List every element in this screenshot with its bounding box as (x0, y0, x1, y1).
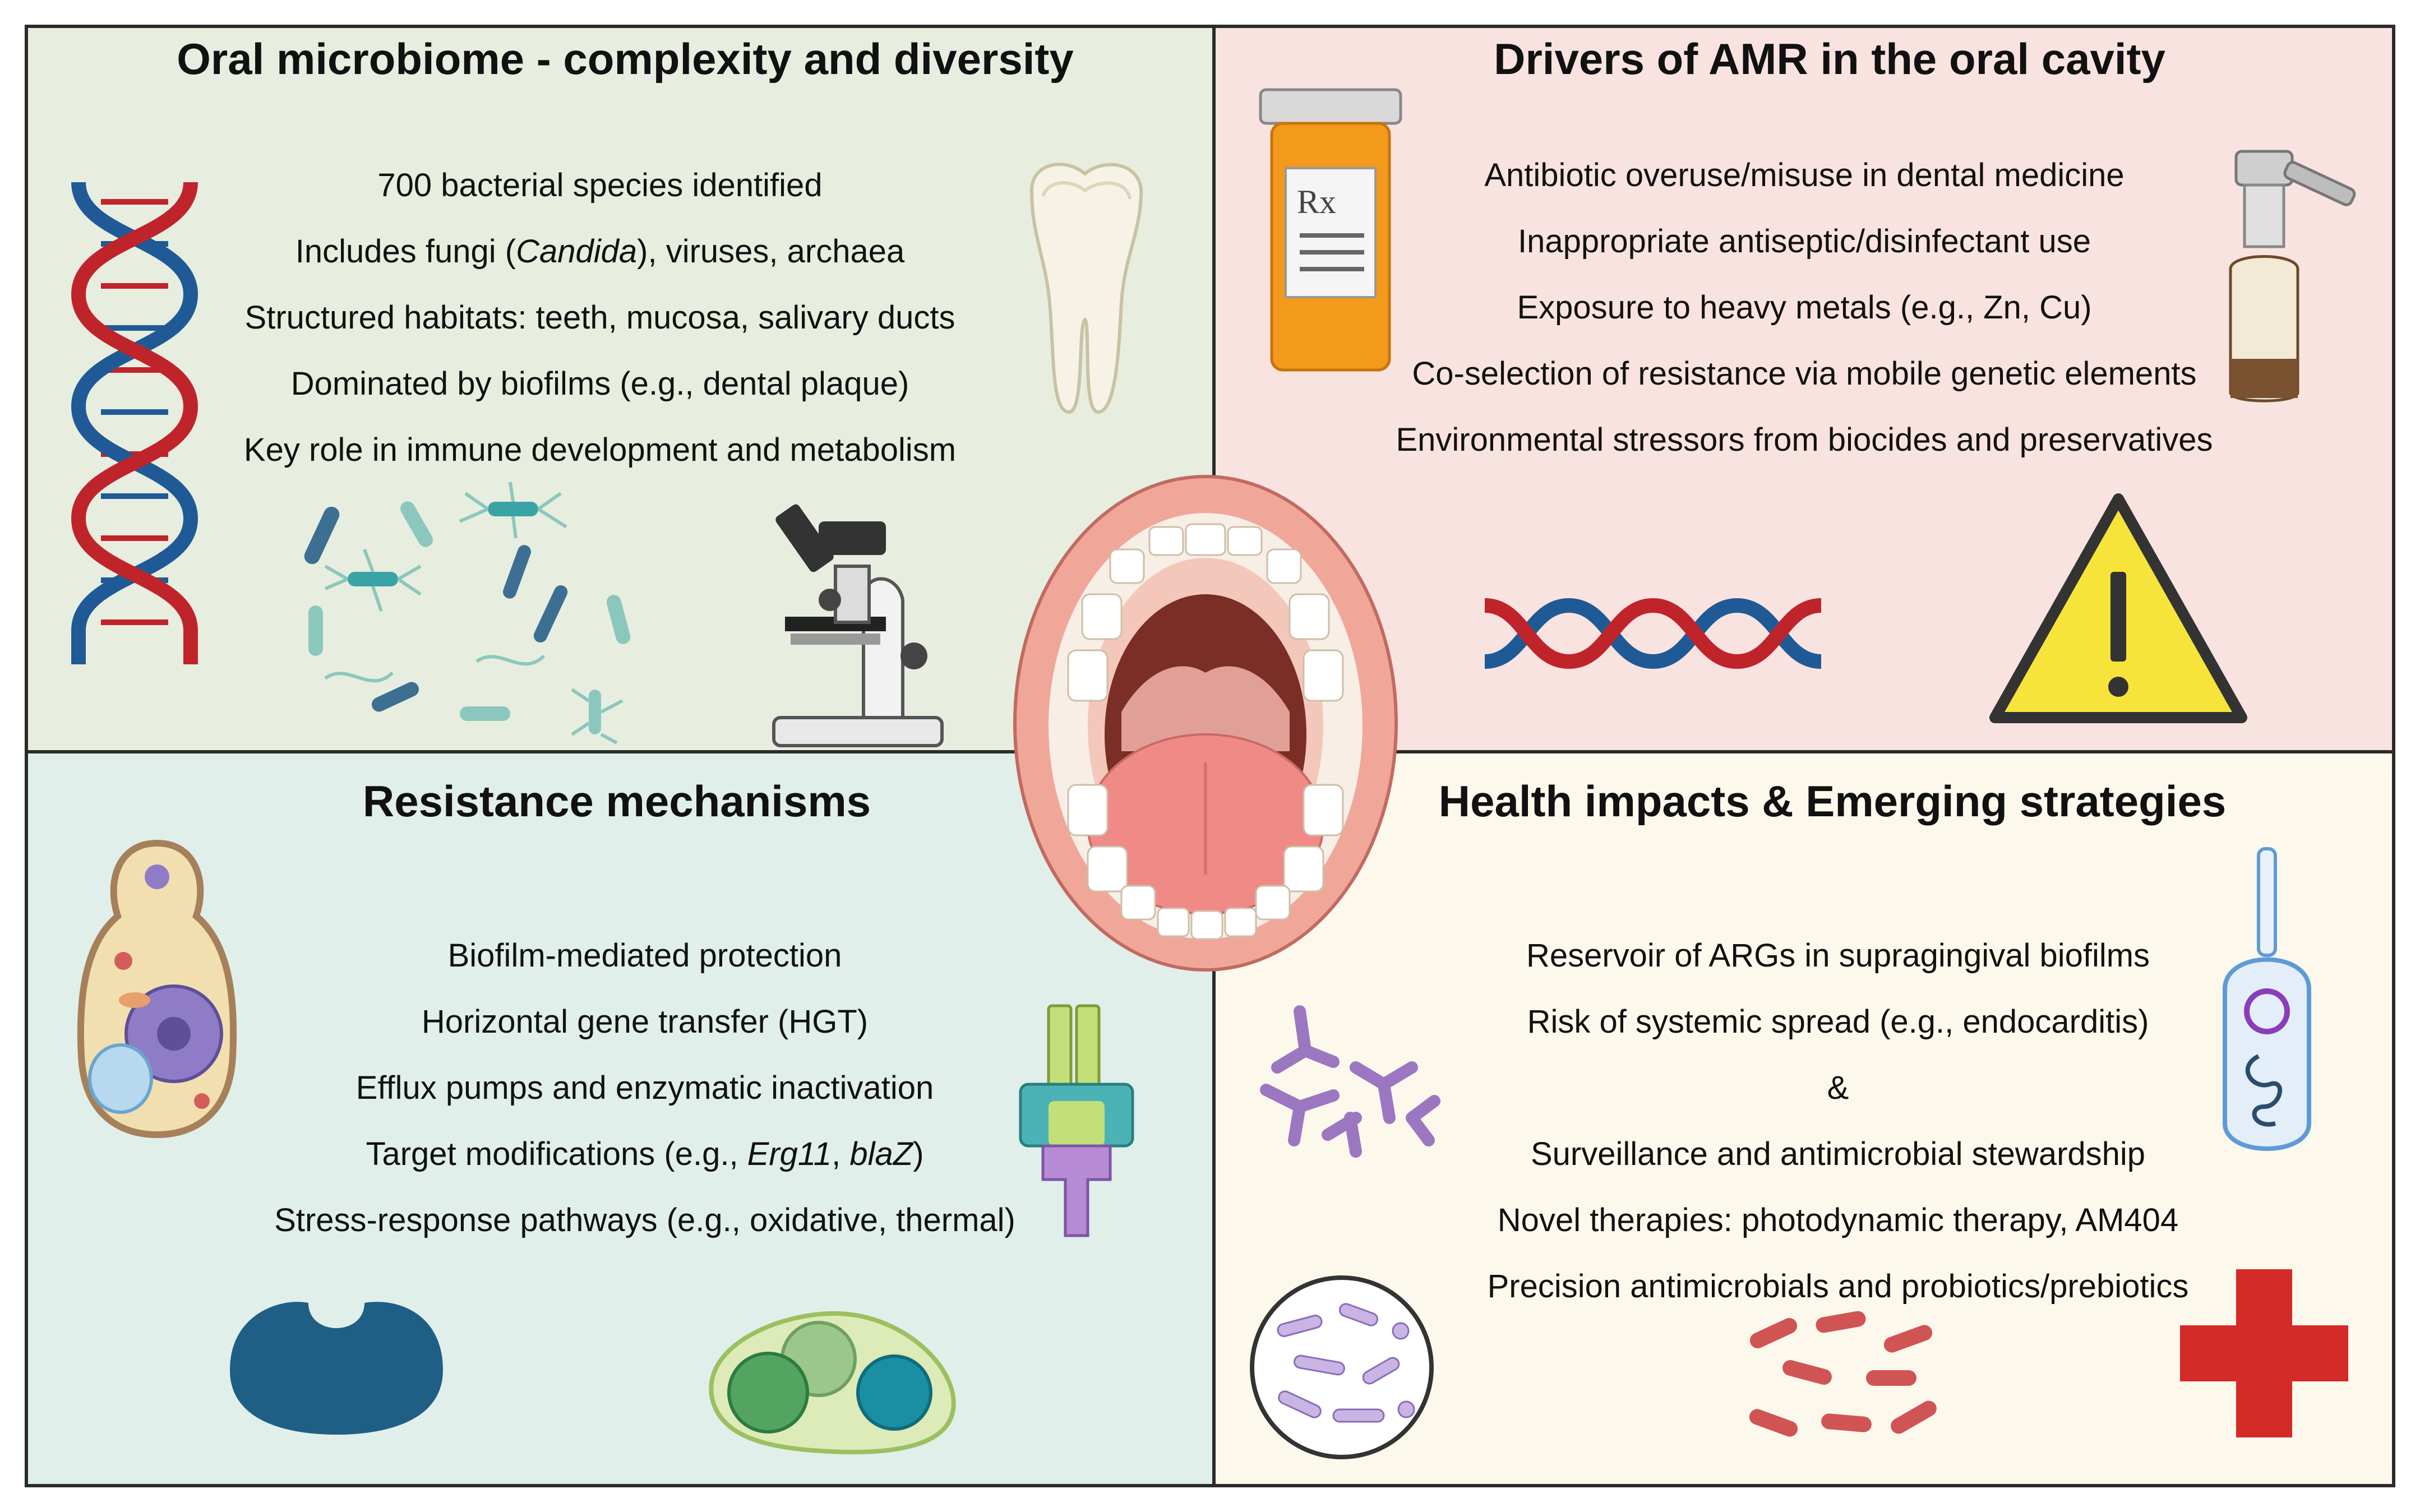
yeast-cell-icon (77, 839, 237, 1139)
drivers-line-5: Environmental stressors from biocides an… (1396, 422, 2213, 458)
rx-label: Rx (1297, 183, 1336, 220)
health-list: Reservoir of ARGs in supragingival biofi… (1356, 923, 2320, 1320)
microbiome-line-5: Key role in immune development and metab… (243, 432, 957, 468)
microbiome-line-2: Includes fungi (Candida), viruses, archa… (295, 233, 905, 270)
mechanisms-panel: Resistance mechanisms Biofilm-mediated p… (25, 750, 1219, 1487)
health-line-4: Surveillance and antimicrobial stewardsh… (1530, 1136, 2146, 1172)
drivers-title: Drivers of AMR in the oral cavity (1494, 34, 2165, 84)
mechanisms-line-4: Target modifications (e.g., Erg11, blaZ) (366, 1136, 924, 1172)
medical-cross-icon (2180, 1269, 2348, 1437)
mechanisms-line-1: Biofilm-mediated protection (447, 937, 842, 974)
dna-strand-icon (1484, 598, 1822, 669)
spray-bottle-icon (2229, 150, 2356, 403)
immune-cells-icon (1260, 1005, 1440, 1158)
health-line-1: Reservoir of ARGs in supragingival biofi… (1526, 937, 2150, 974)
mechanisms-line-3: Efflux pumps and enzymatic inactivation (355, 1070, 934, 1106)
health-line-5: Novel therapies: photodynamic therapy, A… (1497, 1202, 2179, 1238)
microbiome-list: 700 bacterial species identified Include… (140, 152, 1060, 483)
vesicle-icon (709, 1311, 956, 1455)
microbiome-title: Oral microbiome - complexity and diversi… (177, 34, 1074, 84)
drivers-list: Antibiotic overuse/misuse in dental medi… (1328, 142, 2281, 473)
dna-double-helix-icon (71, 181, 198, 664)
health-line-6: Precision antimicrobials and probiotics/… (1487, 1268, 2189, 1305)
drivers-line-4: Co-selection of resistance via mobile ge… (1412, 355, 2197, 392)
drivers-line-1: Antibiotic overuse/misuse in dental medi… (1484, 157, 2125, 193)
bacteria-cluster-icon (304, 482, 631, 745)
test-tube-icon (2223, 847, 2311, 1151)
mechanisms-title: Resistance mechanisms (362, 776, 871, 826)
warning-icon (1989, 493, 2247, 723)
tooth-icon (1029, 163, 1143, 414)
health-title: Health impacts & Emerging strategies (1438, 776, 2227, 826)
drivers-line-3: Exposure to heavy metals (e.g., Zn, Cu) (1517, 289, 2092, 326)
microscope-icon (772, 504, 944, 747)
open-mouth-icon (1013, 475, 1398, 972)
mechanisms-line-2: Horizontal gene transfer (HGT) (421, 1004, 869, 1040)
microbiome-line-4: Dominated by biofilms (e.g., dental plaq… (290, 366, 909, 402)
microbiome-line-1: 700 bacterial species identified (377, 167, 823, 204)
red-bacteria-icon (1749, 1311, 1937, 1437)
mechanisms-line-5: Stress-response pathways (e.g., oxidativ… (274, 1202, 1015, 1238)
petri-dish-icon (1250, 1275, 1434, 1459)
drivers-line-2: Inappropriate antiseptic/disinfectant us… (1517, 223, 2091, 260)
mechanisms-list: Biofilm-mediated protection Horizontal g… (196, 923, 1093, 1254)
efflux-pump-icon (1019, 1004, 1134, 1237)
health-line-3: & (1827, 1070, 1849, 1106)
drivers-panel: Drivers of AMR in the oral cavity Antibi… (1212, 25, 2395, 757)
enzyme-icon (230, 1302, 443, 1435)
microbiome-panel: Oral microbiome - complexity and diversi… (25, 25, 1219, 757)
microbiome-line-3: Structured habitats: teeth, mucosa, sali… (244, 299, 955, 336)
health-line-2: Risk of systemic spread (e.g., endocardi… (1527, 1004, 2149, 1040)
health-panel: Health impacts & Emerging strategies Res… (1212, 750, 2395, 1487)
pill-bottle-icon: Rx (1259, 88, 1402, 372)
